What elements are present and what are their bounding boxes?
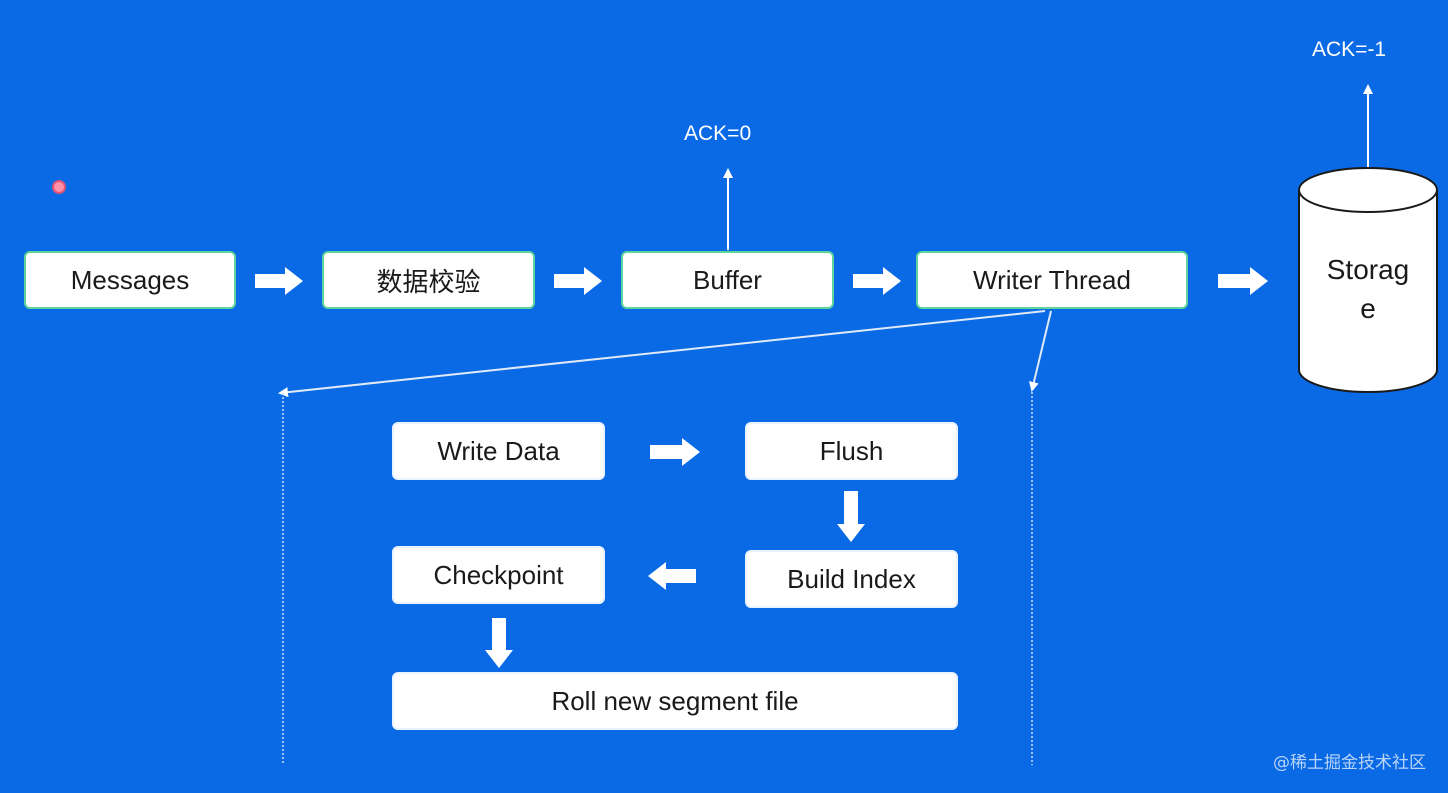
- cursor-indicator: [52, 180, 66, 194]
- ack-0-label: ACK=0: [684, 122, 752, 145]
- storage-label-line2: e: [1360, 293, 1376, 324]
- arrow-writer-to-storage: [1218, 267, 1268, 295]
- write-data-box: Write Data: [392, 422, 605, 480]
- ack-minus1-label: ACK=-1: [1312, 38, 1387, 61]
- messages-box: Messages: [24, 251, 236, 309]
- arrow-writedata-to-flush: [650, 438, 700, 466]
- writer-thread-box: Writer Thread: [916, 251, 1188, 309]
- checkpoint-box: Checkpoint: [392, 546, 605, 604]
- arrow-buffer-to-writer: [853, 267, 901, 295]
- arrow-messages-to-validation: [255, 267, 303, 295]
- watermark: @稀土掘金技术社区: [1273, 753, 1426, 773]
- expand-line-left: [278, 310, 1046, 398]
- roll-segment-box: Roll new segment file: [392, 672, 958, 730]
- arrow-checkpoint-to-roll: [485, 618, 513, 668]
- buffer-box: Buffer: [621, 251, 834, 309]
- arrow-buildindex-to-checkpoint: [648, 562, 696, 590]
- expand-line-right: [1029, 310, 1052, 392]
- arrow-flush-to-buildindex: [837, 491, 865, 542]
- storage-cylinder: [1298, 167, 1438, 393]
- flush-box: Flush: [745, 422, 958, 480]
- storage-label-line1: Storag: [1326, 254, 1410, 285]
- validation-box: 数据校验: [322, 251, 535, 309]
- build-index-box: Build Index: [745, 550, 958, 608]
- arrow-validation-to-buffer: [554, 267, 602, 295]
